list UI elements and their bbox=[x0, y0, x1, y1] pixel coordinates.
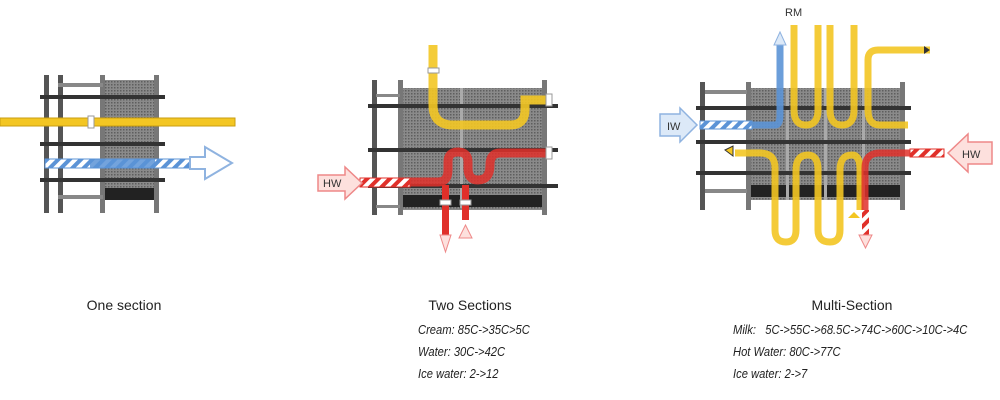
multi-section-exchanger: RM HW IW bbox=[659, 7, 993, 250]
note-hot-water: Hot Water: 80C->77C bbox=[733, 344, 841, 359]
hot-water-inlet-arrow bbox=[946, 132, 993, 174]
water-pipe bbox=[410, 147, 548, 187]
ice-water-out bbox=[442, 185, 449, 235]
caption-multi-section: Multi-Section bbox=[811, 297, 893, 313]
cream-pipe bbox=[428, 45, 548, 130]
two-section-exchanger: HW bbox=[317, 45, 558, 254]
hw-label-two: HW bbox=[323, 178, 342, 190]
note-water: Water: 30C->42C bbox=[418, 344, 506, 359]
note-ice-water-multi: Ice water: 2->7 bbox=[733, 366, 808, 381]
ice-water-inlet-arrow bbox=[659, 106, 699, 144]
one-section-exchanger bbox=[0, 75, 236, 213]
hw-label-multi: HW bbox=[962, 149, 981, 161]
hot-water-inlet-arrow bbox=[317, 165, 364, 201]
iw-label: IW bbox=[667, 121, 681, 133]
note-cream: Cream: 85C->35C>5C bbox=[418, 322, 530, 337]
ice-water-pipe bbox=[752, 45, 784, 129]
caption-one-section: One section bbox=[86, 297, 162, 313]
milk-pipes bbox=[735, 25, 930, 246]
note-milk: Milk: 5C->55C->68.5C->74C->60C->10C->4C bbox=[733, 322, 968, 337]
ice-water-inlet-arrow bbox=[189, 145, 234, 181]
hot-water-pipe bbox=[861, 149, 910, 210]
rm-label: RM bbox=[785, 7, 802, 19]
note-ice-water: Ice water: 2->12 bbox=[418, 366, 499, 381]
caption-two-sections: Two Sections bbox=[428, 297, 512, 313]
product-pipe bbox=[0, 117, 236, 127]
